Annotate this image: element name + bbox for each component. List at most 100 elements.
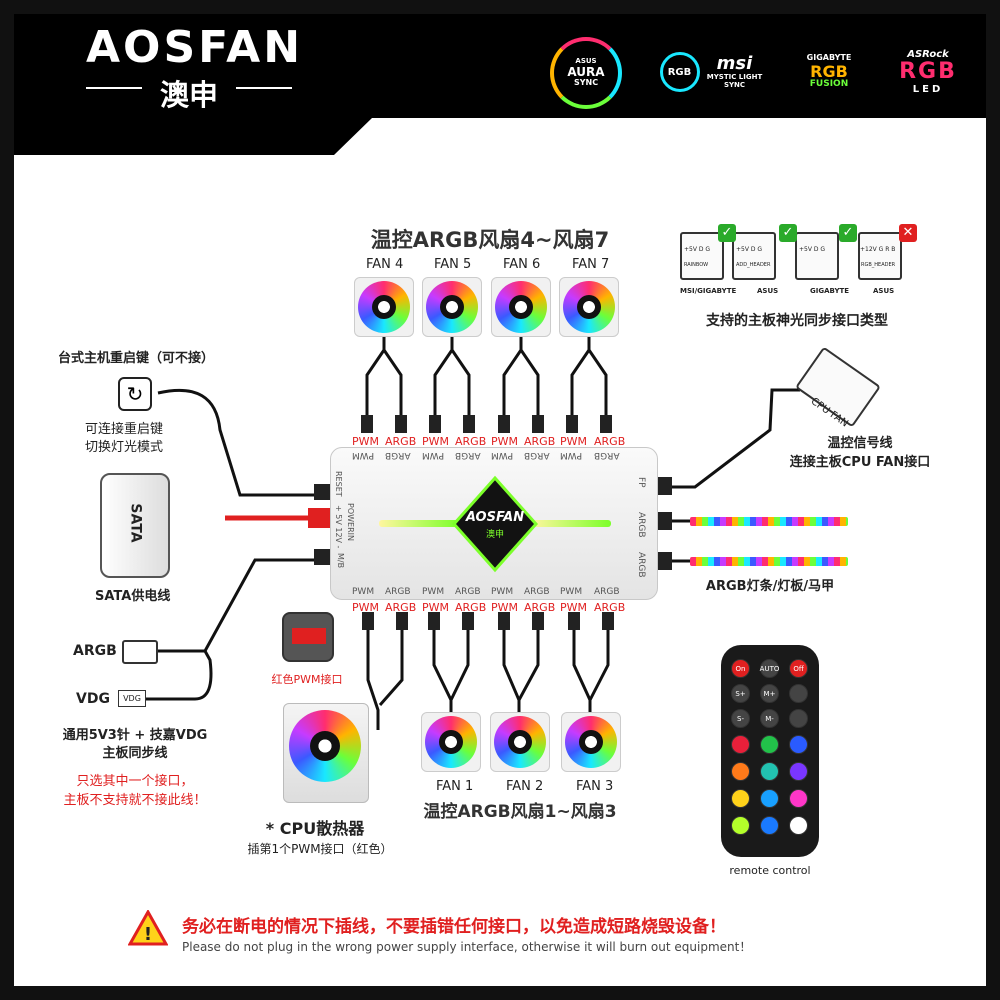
bottom-port-label-1: PWM	[352, 601, 380, 614]
argb-strip-1	[690, 517, 848, 526]
fan-6-label: FAN 6	[503, 257, 541, 272]
fan-1-image	[421, 712, 481, 772]
cpu-fan-line2: 连接主板CPU FAN接口	[789, 455, 931, 470]
remote-function-button-4: S+	[731, 684, 750, 703]
controller-hub: AOSFAN 澳申	[330, 447, 658, 600]
fan-3-label: FAN 3	[576, 779, 614, 794]
vdg-header-label: VDG	[76, 691, 110, 707]
fan-5-label: FAN 5	[434, 257, 472, 272]
msi-rgb-circle: RGB	[659, 52, 700, 92]
asus-aura-line1: ASUS	[575, 57, 597, 66]
hub-bottom-port-label-8: ARGB	[594, 587, 620, 597]
asus-aura-sync-logo: ASUS AURA SYNC	[550, 37, 622, 109]
hub-logo-cn: 澳申	[485, 530, 504, 540]
hub-logo: AOSFAN	[465, 510, 525, 525]
brand-name: AOSFAN	[86, 22, 304, 73]
remote-color-button-12	[789, 816, 808, 835]
connector-type-1-image	[680, 232, 724, 280]
vdg-plug-label: VDG	[118, 690, 146, 707]
remote-function-button-1: On	[731, 659, 750, 678]
connector-type-2-pins: +5V D G	[736, 246, 763, 253]
bottom-port-label-7: PWM	[560, 601, 588, 614]
sata-caption: SATA供电线	[95, 589, 171, 604]
argb-warn-line1: 只选其中一个接口，	[76, 774, 194, 789]
hub-bottom-port-label-2: ARGB	[385, 587, 411, 597]
bottom-port-label-6: ARGB	[524, 601, 556, 614]
fan-5-image	[422, 277, 482, 337]
remote-caption: remote control	[729, 864, 811, 877]
red-pwm-caption: 红色PWM接口	[271, 673, 343, 686]
connector-type-1-label: MSI/GIGABYTE	[680, 287, 737, 295]
msi-mystic-light-logo: RGB msi MYSTIC LIGHT SYNC	[645, 37, 778, 107]
gigabyte-line1: GIGABYTE	[806, 52, 852, 62]
hub-reset-label: RESET	[334, 471, 343, 497]
warning-icon: !	[128, 910, 168, 946]
fan-7-image	[559, 277, 619, 337]
hub-top-port-inverted-label-4: ARGB	[455, 450, 481, 460]
hub-voltage-label: + 5V 12V -	[334, 505, 343, 549]
connector-type-2-sub: ADD_HEADER	[736, 262, 771, 268]
warning-en: Please do not plug in the wrong power su…	[182, 940, 752, 954]
hub-top-port-inverted-label-6: ARGB	[524, 450, 550, 460]
hub-argb-1-label: ARGB	[636, 512, 646, 538]
brand-chinese: 澳申	[159, 78, 218, 112]
hub-mb-label: M/B	[336, 553, 345, 569]
bottom-port-label-5: PWM	[491, 601, 519, 614]
argb-strip-2	[690, 557, 848, 566]
argb-header-label: ARGB	[73, 643, 117, 659]
asrock-line3: LED	[912, 84, 944, 96]
top-fans-title: 温控ARGB风扇4~风扇7	[370, 228, 610, 252]
hub-argb-2-label: ARGB	[636, 552, 646, 578]
warning-cn: 务必在断电的情况下插线，不要插错任何接口，以免造成短路烧毁设备！	[182, 917, 726, 937]
connector-type-3-image	[795, 232, 839, 280]
remote-function-button-6	[789, 684, 808, 703]
remote-function-button-8: M-	[760, 709, 779, 728]
hub-bottom-port-label-7: PWM	[560, 587, 583, 597]
argb-header-line2: 主板同步线	[102, 746, 168, 761]
brand-rule-left	[86, 87, 142, 89]
hub-top-port-inverted-label-8: ARGB	[594, 450, 620, 460]
argb-warn-line2: 主板不支持就不接此线！	[63, 793, 207, 808]
remote-color-button-4	[731, 762, 750, 781]
bottom-fans-title: 温控ARGB风扇1~风扇3	[423, 802, 617, 822]
top-port-label-7: PWM	[560, 435, 588, 448]
cross-icon: ✕	[899, 224, 917, 242]
argb-header-line1: 通用5V3针 + 技嘉VDG	[62, 728, 208, 743]
hub-powerin-label: POWERIN	[346, 503, 355, 541]
connector-type-3-pins: +5V D G	[799, 246, 826, 253]
hub-bottom-port-label-1: PWM	[352, 587, 375, 597]
connector-type-4-pins: +12V G R B	[860, 246, 896, 253]
bottom-port-label-2: ARGB	[385, 601, 417, 614]
hub-top-port-inverted-label-3: PWM	[422, 450, 445, 460]
check-icon: ✓	[718, 224, 736, 242]
remote-function-button-9	[789, 709, 808, 728]
cpu-cooler-sub: 插第1个PWM接口（红色）	[247, 842, 393, 856]
sata-connector-image	[100, 473, 170, 578]
fan-1-label: FAN 1	[436, 779, 474, 794]
hub-top-port-inverted-label-5: PWM	[491, 450, 514, 460]
remote-color-button-10	[731, 816, 750, 835]
remote-color-button-7	[731, 789, 750, 808]
connector-types-caption: 支持的主板神光同步接口类型	[706, 313, 888, 329]
argb-plug-image	[122, 640, 158, 664]
cpu-fan-line1: 温控信号线	[827, 436, 893, 451]
hub-top-port-inverted-label-2: ARGB	[385, 450, 411, 460]
connector-type-2-label: ASUS	[757, 287, 779, 295]
asrock-line2: RGB	[899, 58, 957, 84]
gigabyte-rgb-fusion-logo: GIGABYTE RGB FUSION	[795, 37, 863, 107]
bottom-port-label-8: ARGB	[594, 601, 626, 614]
cpu-cooler-title: * CPU散热器	[265, 819, 365, 838]
remote-color-button-8	[760, 789, 779, 808]
gigabyte-line2: RGB	[810, 61, 848, 81]
connector-type-4-image	[858, 232, 902, 280]
remote-function-button-2: AUTO	[760, 659, 779, 678]
connector-type-1-sub: RAINBOW	[684, 262, 709, 268]
hub-light-bars	[379, 475, 611, 573]
hub-top-port-inverted-label-7: PWM	[560, 450, 583, 460]
asrock-line1: ASRock	[907, 48, 949, 60]
fan-2-image	[490, 712, 550, 772]
fan-6-image	[491, 277, 551, 337]
